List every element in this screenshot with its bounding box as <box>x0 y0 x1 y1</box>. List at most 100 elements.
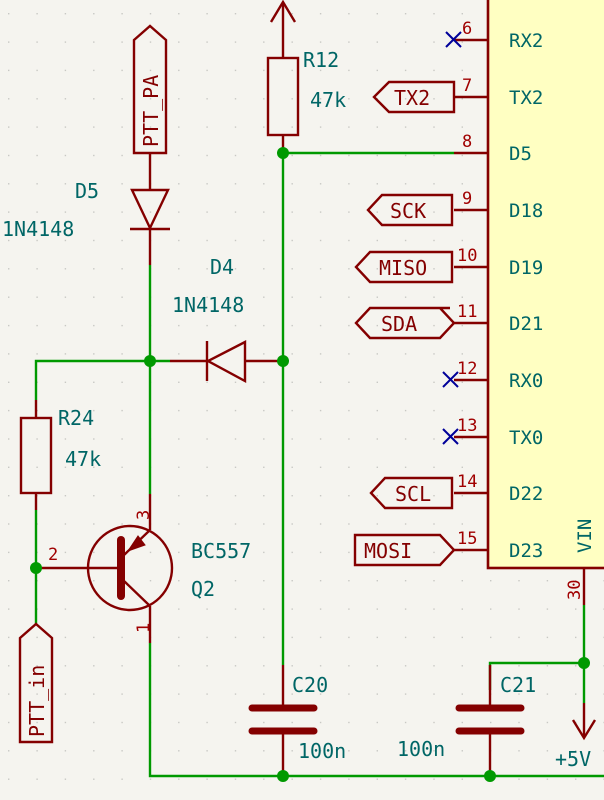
wire[interactable] <box>148 643 604 778</box>
global-label-ptt-pa[interactable]: PTT_PA <box>132 24 168 190</box>
grid-dot <box>433 693 435 695</box>
grid-dot <box>348 750 350 752</box>
grid-dot <box>319 183 322 185</box>
resistor-r24[interactable]: R24 47k <box>19 400 101 510</box>
q2-pin-collector: 1 <box>134 623 154 633</box>
ic-pin-6[interactable]: 6 RX2 <box>445 19 543 52</box>
grid-dot <box>149 580 152 582</box>
power-arrow-icon[interactable] <box>269 0 297 58</box>
grid-dot <box>206 268 208 270</box>
pin-number: 9 <box>462 189 472 209</box>
grid-dot <box>376 126 378 128</box>
grid-dot <box>263 41 265 43</box>
grid-dot <box>263 324 265 327</box>
grid-dot <box>263 409 265 412</box>
grid-dot <box>376 495 378 497</box>
ic-pin-8[interactable]: 8 D5 <box>454 132 532 165</box>
grid-dot <box>178 69 180 72</box>
ic-pin-11[interactable]: 11 D21 <box>454 302 543 335</box>
grid-dot <box>291 324 293 327</box>
grid-dot <box>149 69 152 72</box>
global-label-scl[interactable]: SCL <box>369 476 454 510</box>
pin-name: D5 <box>509 143 532 165</box>
grid-dot <box>575 778 577 780</box>
grid-dot <box>433 98 435 100</box>
q2-ref: Q2 <box>191 577 215 601</box>
grid-dot <box>319 438 322 440</box>
diode-d5[interactable]: D5 1N4148 <box>2 179 170 265</box>
grid-dot <box>93 126 95 128</box>
grid-dot <box>376 324 378 327</box>
grid-dot <box>263 636 265 639</box>
grid-dot <box>376 750 378 752</box>
capacitor-c20[interactable]: C20 100n <box>248 665 346 776</box>
grid-dot <box>64 381 67 383</box>
grid-dot <box>291 268 293 270</box>
grid-dot <box>178 353 180 355</box>
global-label-miso[interactable]: MISO <box>354 250 454 284</box>
grid-dot <box>8 409 10 412</box>
grid-dot <box>433 239 435 242</box>
global-label-tx2[interactable]: TX2 <box>372 80 456 114</box>
capacitor-c21[interactable]: C21 100n <box>397 665 536 776</box>
pin-name: D19 <box>509 257 543 279</box>
global-label-sda[interactable]: SDA <box>354 306 456 340</box>
global-label-ptt-in[interactable]: PTT_in <box>18 622 54 744</box>
grid-dot <box>461 98 463 100</box>
grid-dot <box>376 268 378 270</box>
grid-dot <box>64 693 67 695</box>
grid-dot <box>234 126 237 128</box>
grid-dot <box>433 636 435 639</box>
grid-dot <box>121 523 123 525</box>
grid-dot <box>93 268 95 270</box>
grid-dot <box>319 721 322 724</box>
ic-pin-12[interactable]: 12 RX0 <box>442 359 543 392</box>
grid-dot <box>348 268 350 270</box>
grid-dot <box>8 608 10 610</box>
grid-dot <box>319 665 322 667</box>
ic-body[interactable] <box>486 0 604 570</box>
grid-dot <box>461 693 463 695</box>
ic-pin-14[interactable]: 14 D22 <box>454 472 543 505</box>
grid-dot <box>404 778 407 780</box>
ic-pin-13[interactable]: 13 TX0 <box>442 416 543 449</box>
grid-dot <box>348 438 350 440</box>
grid-dot <box>319 98 322 100</box>
grid-dot <box>36 13 38 15</box>
grid-dot <box>121 353 123 355</box>
grid-dot <box>291 778 293 780</box>
grid-dot <box>178 13 180 15</box>
grid-dot <box>234 239 237 242</box>
grid-dot <box>404 41 407 43</box>
grid-dot <box>64 551 67 554</box>
global-label-mosi[interactable]: MOSI <box>353 533 456 567</box>
ic-pin-15[interactable]: 15 D23 <box>454 529 543 562</box>
grid-dot <box>348 466 350 468</box>
grid-dot <box>206 778 208 780</box>
grid-dot <box>64 750 67 752</box>
power-5v-symbol[interactable]: +5V <box>555 703 597 771</box>
grid-dot <box>8 636 10 639</box>
wire[interactable] <box>34 359 150 400</box>
transistor-q2[interactable]: 3 2 1 BC557 Q2 <box>36 494 251 643</box>
grid-dot <box>64 41 67 43</box>
grid-dot <box>178 778 180 780</box>
grid-dot <box>546 636 549 639</box>
svg-text:MOSI: MOSI <box>364 539 412 563</box>
ic-pin-30[interactable]: 30 VIN <box>565 519 596 605</box>
grid-dot <box>518 721 520 724</box>
pin-number: 15 <box>457 529 477 549</box>
grid-dot <box>433 13 435 15</box>
c20-value: 100n <box>298 739 346 763</box>
ic-pin-10[interactable]: 10 D19 <box>454 246 543 279</box>
grid-dot <box>93 13 95 15</box>
ic-pin-9[interactable]: 9 D18 <box>454 189 543 222</box>
global-label-sck[interactable]: SCK <box>366 193 454 227</box>
grid-dot <box>291 438 293 440</box>
grid-dot <box>234 523 237 525</box>
grid-dot <box>8 778 10 780</box>
ic-pin-7[interactable]: 7 TX2 <box>454 76 543 109</box>
grid-dot <box>206 721 208 724</box>
diode-d4[interactable]: D4 1N4148 <box>170 255 283 384</box>
resistor-r12[interactable]: R12 47k <box>266 48 346 153</box>
